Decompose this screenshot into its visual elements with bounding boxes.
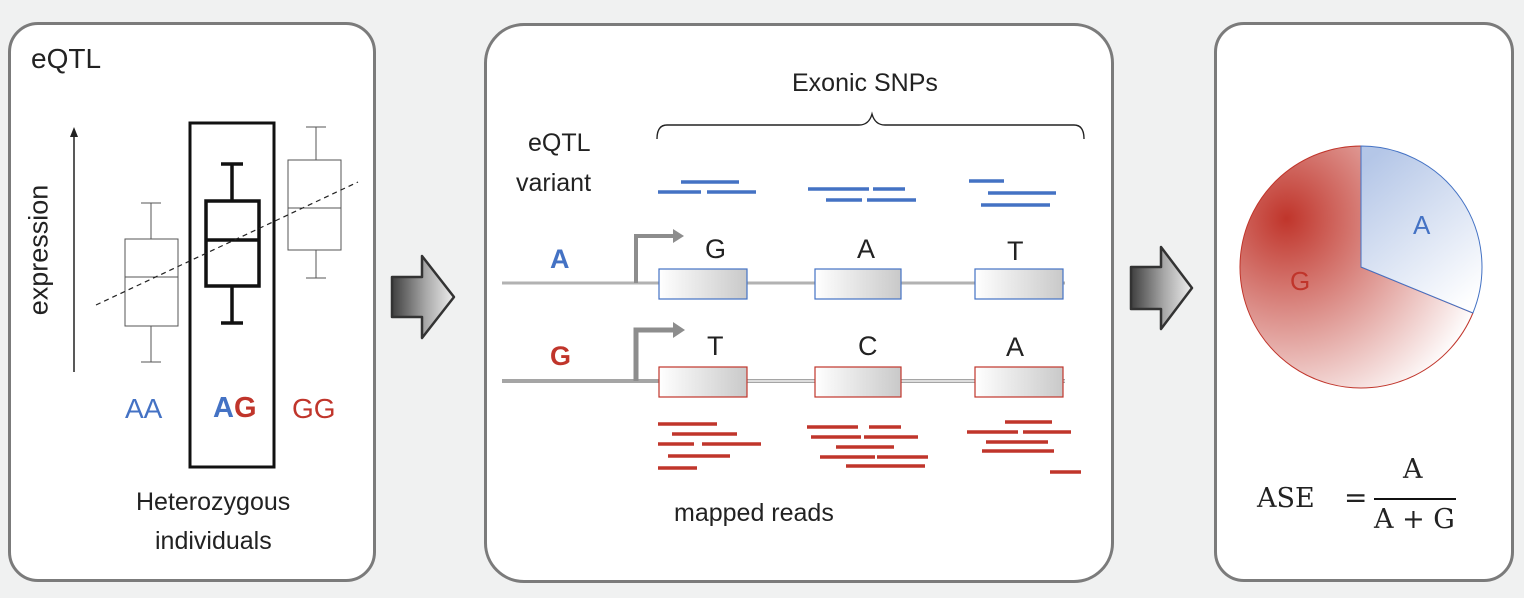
snp-g-1: T	[707, 331, 724, 361]
eqtl-panel: eQTL expression AA AG GG Heterozygous in…	[8, 22, 376, 582]
haplotype-a-allele: A	[550, 244, 570, 274]
snp-g-2: C	[858, 331, 878, 361]
genotype-label-ag: AG	[213, 394, 257, 423]
snp-a-2: A	[857, 234, 876, 264]
pie-label-a: A	[1413, 210, 1431, 240]
heterozygous-highlight	[188, 121, 276, 469]
genotype-ag-allele-g: G	[233, 392, 257, 424]
eqtl-plot	[70, 121, 359, 469]
ase-formula-numerator: A	[1403, 454, 1423, 485]
exon-a-3	[974, 268, 1064, 300]
exon-a-2	[814, 268, 902, 300]
eqtl-panel-title: eQTL	[31, 43, 102, 74]
gene-diagram	[502, 111, 1085, 474]
snp-a-3: T	[1007, 236, 1024, 266]
heterozygous-caption-line2: individuals	[155, 527, 272, 555]
exon-g-3	[974, 366, 1064, 398]
eqtl-variant-label-line1: eQTL	[528, 129, 591, 157]
mapped-reads-g	[658, 420, 1081, 474]
tss-arrow-a-icon	[634, 229, 684, 283]
ase-pie-chart	[1239, 145, 1483, 500]
exon-g-2	[814, 366, 902, 398]
genotype-label-gg: GG	[292, 393, 336, 424]
reads-panel: Exonic SNPs eQTL variant A G A T G T C A…	[484, 23, 1114, 583]
boxplot-ag	[204, 162, 261, 325]
mapped-reads-label: mapped reads	[674, 499, 834, 527]
pie-slice-g	[1239, 145, 1474, 389]
pie-slice-a	[1360, 145, 1483, 314]
boxplot-aa	[124, 202, 179, 363]
ase-panel: A G ASE = A A + G	[1214, 22, 1514, 582]
eqtl-variant-label-line2: variant	[516, 169, 592, 197]
exonic-snps-label: Exonic SNPs	[792, 69, 938, 97]
genotype-ag-allele-a: A	[213, 392, 234, 424]
exon-a-1	[658, 268, 748, 300]
heterozygous-caption-line1: Heterozygous	[136, 488, 291, 516]
ase-formula-lhs: ASE	[1257, 483, 1315, 514]
haplotype-g-allele: G	[550, 341, 572, 371]
pie-label-g: G	[1290, 266, 1311, 296]
tss-arrow-g-icon	[633, 322, 685, 381]
y-axis-label: expression	[23, 184, 54, 316]
y-axis-arrowhead-icon	[70, 127, 78, 137]
snp-a-1: G	[705, 234, 727, 264]
ase-formula-equals: =	[1344, 481, 1368, 514]
exon-g-1	[658, 366, 748, 398]
boxplot-gg	[287, 126, 342, 279]
mapped-reads-a	[658, 179, 1056, 207]
genotype-label-aa: AA	[125, 393, 163, 424]
exonic-snps-brace	[656, 111, 1085, 140]
snp-g-3: A	[1006, 332, 1025, 362]
ase-formula-denominator: A + G	[1374, 504, 1455, 535]
trend-line	[95, 181, 359, 306]
